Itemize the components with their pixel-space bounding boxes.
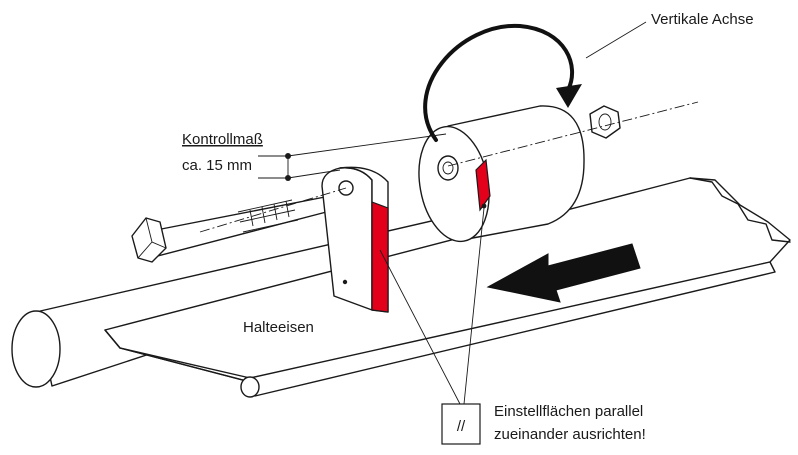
holding-iron-label: Halteeisen: [243, 319, 314, 336]
setting-note-line2: zueinander ausrichten!: [494, 426, 646, 443]
center-axis-line: [199, 101, 699, 233]
setting-note-line1: Einstellflächen parallel: [494, 403, 643, 420]
hex-bolt: [131, 195, 335, 263]
control-dimension: [258, 133, 447, 181]
flat-bar: [104, 177, 791, 398]
vertical-axis-leader: [585, 21, 647, 59]
control-dimension-title: Kontrollmaß: [182, 131, 263, 148]
setting-surface-right: [475, 158, 491, 212]
direction-arrow-icon: [486, 243, 641, 303]
holding-iron: [321, 166, 389, 313]
parallel-leaders: [379, 207, 485, 405]
control-dimension-value: ca. 15 mm: [182, 157, 252, 174]
roller: [418, 105, 585, 243]
setting-surface-left: [371, 201, 389, 313]
rotation-arrow-icon: [423, 23, 582, 142]
parallel-symbol-box: [441, 403, 481, 445]
vertical-axis-label: Vertikale Achse: [651, 11, 754, 28]
parallel-symbol: //: [457, 418, 466, 435]
hex-nut: [589, 105, 621, 139]
